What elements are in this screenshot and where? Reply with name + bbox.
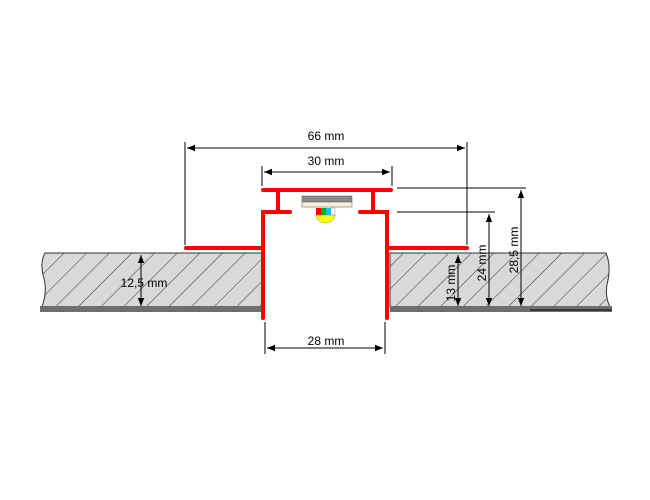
dimension-inner-width: 28 mm bbox=[308, 334, 345, 348]
led-icon bbox=[315, 207, 336, 224]
dimension-lip-height: 24 mm bbox=[475, 245, 489, 282]
dimension-top-width: 30 mm bbox=[308, 154, 345, 168]
dimension-total-width: 66 mm bbox=[308, 129, 345, 143]
dimension-total-height: 28,5 mm bbox=[507, 227, 521, 274]
dimension-flange-height: 13 mm bbox=[444, 265, 458, 302]
dimension-board-thickness: 12,5 mm bbox=[121, 276, 168, 290]
aluminium-profile bbox=[184, 188, 469, 320]
led-strip bbox=[301, 195, 353, 224]
left-board bbox=[40, 252, 263, 312]
right-board bbox=[389, 252, 612, 312]
